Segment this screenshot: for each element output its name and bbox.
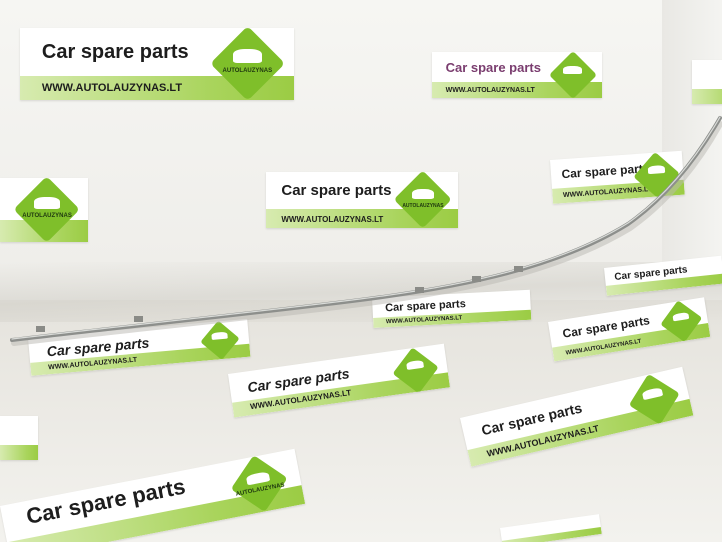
logo [548,52,597,98]
logo-brand: AUTOLAUZYNAS [22,213,72,220]
trim-clip [472,276,481,282]
car-icon [563,65,582,75]
car-icon [232,49,262,63]
car-icon [411,188,435,200]
sticker-band [692,89,722,104]
trim-clip [36,326,45,332]
trim-shadow [11,121,722,346]
logo: AUTOLAUZYNAS [393,172,453,228]
logo: AUTOLAUZYNAS [209,28,285,100]
trim-clip [514,266,523,272]
logo-brand: AUTOLAUZYNAS [222,67,273,74]
trim-highlight [11,116,721,340]
logo: AUTOLAUZYNAS [13,178,81,242]
sticker-title: Car spare parts [41,40,189,63]
sticker-title: Car spare parts [281,182,392,200]
sticker-4: AUTOLAUZYNAS [0,178,88,242]
logo-brand: AUTOLAUZYNAS [402,202,444,209]
sticker-13 [0,416,38,460]
sticker-url: WWW.AUTOLAUZYNAS.LT [281,214,384,224]
sticker-title: Car spare parts [445,60,541,76]
sticker-3 [692,60,722,104]
sticker-url: WWW.AUTOLAUZYNAS.LT [41,82,183,95]
sticker-1: Car spare parts WWW.AUTOLAUZYNAS.LT AUTO… [20,28,294,100]
sticker-band [0,445,38,460]
sticker-url: WWW.AUTOLAUZYNAS.LT [445,87,535,95]
sticker-5: Car spare parts WWW.AUTOLAUZYNAS.LT AUTO… [266,172,458,228]
car-icon [34,197,60,209]
trim-clip [134,316,143,322]
backdrop-floor-edge [0,262,722,322]
trim-body [10,116,722,342]
sticker-2: Car spare parts WWW.AUTOLAUZYNAS.LT [432,52,602,98]
trim-clip [415,287,424,293]
